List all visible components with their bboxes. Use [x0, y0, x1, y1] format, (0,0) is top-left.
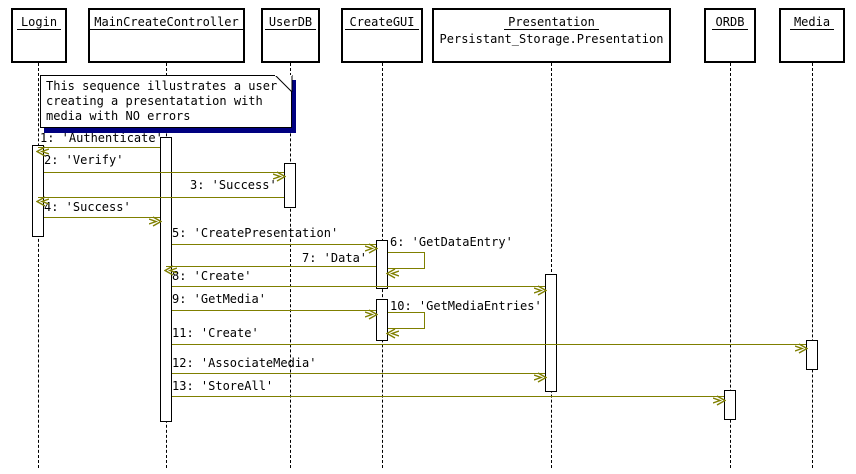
- activation-bar-maincreatecontroller[interactable]: [160, 137, 172, 422]
- arrowhead-left-icon-6: [385, 264, 400, 279]
- lifeline-header-creategui[interactable]: CreateGUI: [341, 8, 423, 63]
- lifeline-header-userdb[interactable]: UserDB: [261, 8, 320, 63]
- lifeline-name-maincreatecontroller: MainCreateController: [90, 15, 243, 30]
- activation-bar-creategui[interactable]: [376, 240, 388, 289]
- activation-bar-creategui[interactable]: [376, 299, 388, 341]
- note-box: [40, 75, 292, 128]
- lifeline-stem-login: [38, 63, 39, 468]
- activation-bar-presentation[interactable]: [545, 274, 557, 392]
- message-label-2: 2: 'Verify': [44, 153, 124, 167]
- message-line-1[interactable]: [38, 147, 160, 148]
- arrowhead-right-icon-8: [533, 281, 548, 296]
- arrowhead-right-icon-5: [364, 239, 379, 254]
- lifeline-header-maincreatecontroller[interactable]: MainCreateController: [88, 8, 245, 63]
- lifeline-name-media: Media: [789, 15, 835, 30]
- lifeline-stem-media: [812, 63, 813, 468]
- activation-bar-login[interactable]: [32, 145, 44, 237]
- message-label-4: 4: 'Success': [44, 200, 131, 214]
- message-line-2[interactable]: [44, 172, 284, 173]
- arrowhead-right-icon-4: [148, 212, 163, 227]
- self-message-10[interactable]: [388, 312, 425, 329]
- lifeline-stem-presentation: [551, 63, 552, 468]
- message-label-5: 5: 'CreatePresentation': [172, 226, 339, 240]
- lifeline-name-userdb: UserDB: [264, 15, 317, 30]
- activation-bar-ordb[interactable]: [724, 390, 736, 420]
- message-line-11[interactable]: [172, 344, 806, 345]
- message-label-13: 13: 'StoreAll': [172, 379, 274, 393]
- arrowhead-left-icon-10: [385, 324, 400, 339]
- note-text: This sequence illustrates a user creatin…: [46, 79, 278, 123]
- message-label-8: 8: 'Create': [172, 269, 252, 283]
- message-label-10: 10: 'GetMediaEntries': [390, 299, 542, 313]
- arrowhead-right-icon-9: [364, 305, 379, 320]
- arrowhead-right-icon-2: [272, 167, 287, 182]
- message-line-7[interactable]: [166, 266, 376, 267]
- message-line-3[interactable]: [38, 197, 284, 198]
- message-line-4[interactable]: [44, 217, 160, 218]
- message-label-12: 12: 'AssociateMedia': [172, 356, 317, 370]
- message-label-11: 11: 'Create': [172, 326, 259, 340]
- arrowhead-right-icon-12: [533, 368, 548, 383]
- lifeline-header-media[interactable]: Media: [779, 8, 845, 63]
- self-message-6[interactable]: [388, 252, 425, 269]
- message-label-3: 3: 'Success': [190, 178, 277, 192]
- message-label-9: 9: 'GetMedia': [172, 292, 266, 306]
- arrowhead-left-icon-7: [163, 261, 178, 276]
- lifeline-name-login: Login: [16, 15, 62, 30]
- lifeline-header-login[interactable]: Login: [11, 8, 67, 63]
- lifeline-stem-ordb: [730, 63, 731, 468]
- arrowhead-left-icon-3: [35, 192, 50, 207]
- message-line-13[interactable]: [172, 396, 724, 397]
- lifeline-qualified-name-presentation: Persistant_Storage.Presentation: [439, 32, 664, 46]
- lifeline-name-presentation: Presentation: [504, 15, 599, 30]
- message-line-12[interactable]: [172, 373, 545, 374]
- message-line-5[interactable]: [172, 244, 376, 245]
- message-label-7: 7: 'Data': [302, 251, 368, 265]
- lifeline-stem-userdb: [290, 63, 291, 468]
- note-fold-corner-icon: [275, 75, 293, 93]
- arrowhead-right-icon-11: [794, 339, 809, 354]
- activation-bar-userdb[interactable]: [284, 163, 296, 208]
- lifeline-name-creategui: CreateGUI: [345, 15, 419, 30]
- activation-bar-media[interactable]: [806, 340, 818, 370]
- arrowhead-right-icon-13: [712, 391, 727, 406]
- message-line-8[interactable]: [172, 286, 545, 287]
- lifeline-header-ordb[interactable]: ORDB: [704, 8, 756, 63]
- message-label-6: 6: 'GetDataEntry': [390, 235, 513, 249]
- arrowhead-left-icon-1: [35, 142, 50, 157]
- message-label-1: 1: 'Authenticate': [40, 131, 163, 145]
- message-line-9[interactable]: [172, 310, 376, 311]
- lifeline-name-ordb: ORDB: [711, 15, 749, 30]
